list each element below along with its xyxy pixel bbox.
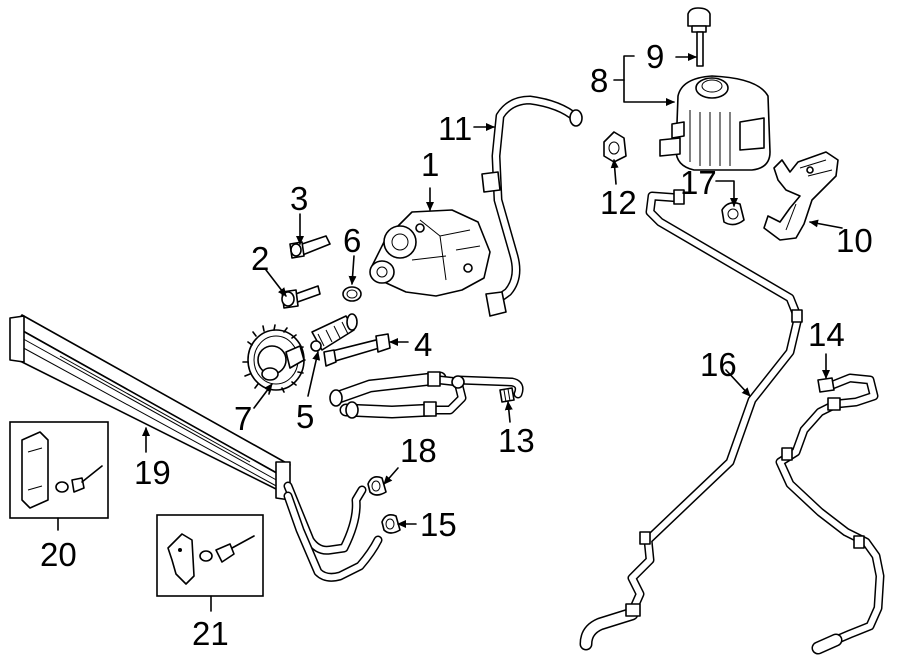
leader-lines [142, 53, 843, 528]
callout-21: 21 [192, 615, 229, 652]
callout-6: 6 [343, 222, 361, 259]
callout-14: 14 [808, 316, 845, 353]
callout-18: 18 [400, 432, 437, 469]
bolt-3 [289, 235, 331, 259]
o-ring [342, 286, 362, 302]
callout-17: 17 [680, 164, 717, 201]
clamp-12 [603, 131, 627, 163]
reservoir-bracket [763, 151, 839, 241]
callout-12: 12 [600, 184, 637, 221]
clamp-15 [381, 514, 401, 534]
pump-gear [242, 324, 306, 395]
callout-19: 19 [134, 454, 171, 491]
return-hose [579, 189, 803, 651]
callout-11: 11 [438, 110, 472, 147]
clamp-18 [367, 476, 387, 496]
callout-20: 20 [40, 536, 77, 573]
callout-15: 15 [420, 506, 457, 543]
callout-3: 3 [290, 180, 308, 217]
cooler-lines [283, 481, 383, 582]
bracket-kit-box-21 [156, 514, 264, 612]
callout-2: 2 [251, 240, 269, 277]
suction-pipe [481, 95, 583, 317]
reservoir [659, 75, 771, 171]
pressure-hose [329, 371, 524, 419]
callout-13: 13 [498, 422, 535, 459]
power-steering-pump [369, 209, 491, 297]
callout-9: 9 [646, 38, 664, 75]
bolt-4 [323, 333, 391, 367]
reservoir-cap [687, 7, 711, 67]
fitting-13 [499, 387, 515, 403]
callout-5: 5 [296, 398, 314, 435]
callout-1: 1 [421, 146, 439, 183]
callout-labels: 1 2 3 4 5 6 7 8 9 10 11 12 13 14 15 16 1… [40, 38, 873, 652]
bolt-2 [281, 285, 321, 309]
callout-8: 8 [590, 62, 608, 99]
input-shaft [310, 313, 358, 352]
callout-7: 7 [234, 400, 252, 437]
clamp-17 [721, 202, 745, 226]
callout-10: 10 [836, 222, 873, 259]
callout-4: 4 [414, 326, 432, 363]
cooler-return-hose [775, 373, 885, 655]
callout-16: 16 [700, 346, 737, 383]
bracket-kit-box-20 [9, 421, 109, 531]
